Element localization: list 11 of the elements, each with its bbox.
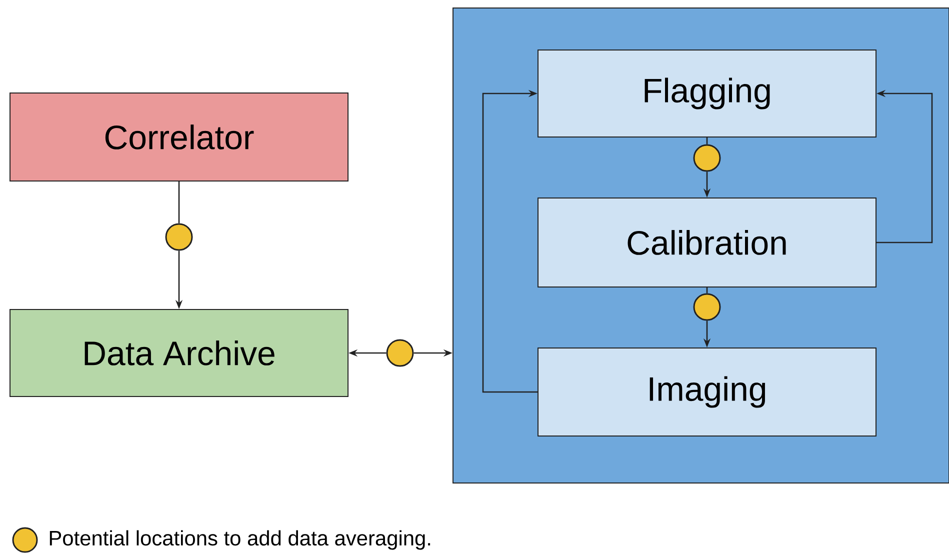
process-box: Data Archive — [10, 309, 348, 397]
process-box: Flagging — [538, 50, 876, 138]
process-box: Calibration — [538, 198, 876, 288]
legend-text: Potential locations to add data averaging. — [50, 530, 430, 550]
averaging-marker — [386, 339, 414, 367]
arrow — [482, 90, 538, 393]
averaging-marker — [693, 144, 721, 172]
process-box: Correlator — [10, 92, 348, 182]
averaging-marker — [693, 293, 721, 321]
process-box: Imaging — [538, 348, 876, 436]
averaging-marker — [165, 223, 193, 251]
